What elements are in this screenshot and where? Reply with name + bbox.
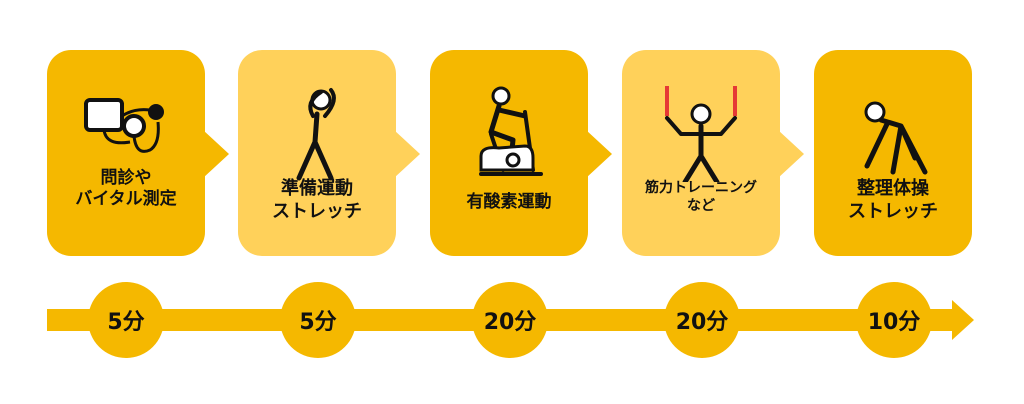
step-label-line: 準備運動	[281, 178, 353, 199]
bending-stretch-person-icon	[845, 86, 941, 182]
exercise-bike-icon	[461, 86, 557, 182]
duration-badge: 20分	[664, 282, 740, 358]
step-card-warmup: 準備運動 ストレッチ	[238, 50, 420, 256]
step-arrow	[586, 130, 612, 178]
step-label-line: ストレッチ	[848, 200, 938, 222]
step-label-line: 筋力トレーニング	[645, 180, 757, 196]
step-arrow	[394, 130, 420, 178]
timeline-arrowhead	[952, 300, 974, 340]
duration-badge: 5分	[280, 282, 356, 358]
step-label-line: 整理体操	[857, 178, 929, 199]
step-card-aerobic: 有酸素運動	[430, 50, 612, 256]
step-arrow	[203, 130, 229, 178]
duration-badge: 20分	[472, 282, 548, 358]
step-label-line: 問診や	[100, 168, 152, 188]
duration-badge: 10分	[856, 282, 932, 358]
step-card-strength: 筋力トレーニング など	[622, 50, 804, 256]
side-stretch-person-icon	[269, 86, 365, 182]
step-label-line: など	[687, 197, 715, 214]
duration-badge: 5分	[88, 282, 164, 358]
step-label-line: 有酸素運動	[466, 192, 552, 212]
step-card-checkup: 問診や バイタル測定	[47, 50, 229, 256]
step-arrow	[778, 130, 804, 178]
resistance-band-person-icon	[653, 86, 749, 182]
blood-pressure-monitor-icon	[78, 86, 174, 182]
step-label-line: ストレッチ	[272, 200, 362, 222]
step-card-cooldown: 整理体操 ストレッチ	[814, 50, 972, 256]
step-label-line: バイタル測定	[75, 189, 177, 210]
